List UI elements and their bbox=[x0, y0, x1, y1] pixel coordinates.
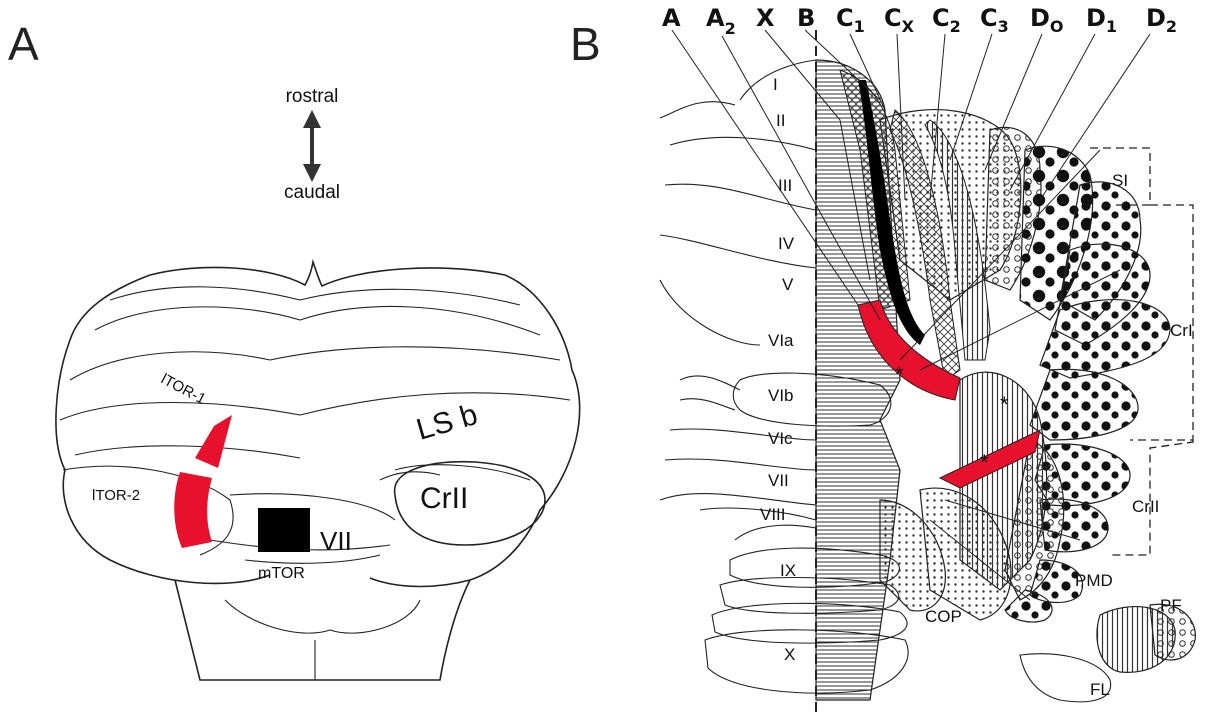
crii-label-b: CrII bbox=[1132, 497, 1159, 516]
zone-a-label: A bbox=[662, 4, 681, 32]
lobule-vic-label: VIc bbox=[768, 429, 793, 448]
pf-label: PF bbox=[1160, 596, 1182, 615]
lobule-viii-label: VIII bbox=[760, 505, 786, 524]
zone-c1-label: C1 bbox=[836, 4, 865, 36]
zone-header: A A2 X B C1 CX C2 C3 DO D1 D2 bbox=[662, 4, 1177, 38]
lobule-vib-label: VIb bbox=[768, 386, 794, 405]
lobule-via-label: VIa bbox=[768, 331, 794, 350]
asterisk-lower: * bbox=[980, 450, 989, 475]
ltor-2-label: lTOR-2 bbox=[92, 487, 140, 504]
lobule-iv-label: IV bbox=[778, 234, 795, 253]
asterisk-upper: * bbox=[895, 362, 904, 387]
mtor-label: mTOR bbox=[258, 565, 305, 582]
lobule-vii-label: VII bbox=[768, 471, 789, 490]
zone-c2-label: C2 bbox=[932, 4, 961, 36]
caudal-label: caudal bbox=[284, 182, 340, 203]
rostral-label: rostral bbox=[286, 86, 339, 107]
ltor-2-zone bbox=[174, 472, 212, 548]
panel-b-letter: B bbox=[570, 18, 601, 70]
lobule-labels: I II III IV V VIa VIb VIc VII VIII IX X bbox=[760, 75, 796, 664]
lsb-label: LS b bbox=[413, 398, 481, 447]
vii-block bbox=[258, 508, 310, 552]
fl-label: FL bbox=[1090, 680, 1110, 699]
lobule-ii-label: II bbox=[776, 111, 785, 130]
cop-label: COP bbox=[925, 607, 962, 626]
orientation-arrow-icon bbox=[303, 110, 321, 182]
zone-a2-label: A2 bbox=[706, 4, 736, 38]
zone-d2-label: D2 bbox=[1146, 4, 1177, 36]
lobule-x-label: X bbox=[784, 645, 795, 664]
zone-d1-label: D1 bbox=[1086, 4, 1117, 36]
zone-cx-label: CX bbox=[884, 4, 915, 36]
asterisk-middle: * bbox=[1000, 392, 1009, 417]
crii-label-a: CrII bbox=[420, 482, 468, 515]
lobule-v-label: V bbox=[782, 275, 794, 294]
pmd-label: PMD bbox=[1075, 571, 1113, 590]
lobule-iii-label: III bbox=[778, 176, 792, 195]
si-label: SI bbox=[1112, 171, 1128, 190]
panel-a-letter: A bbox=[8, 18, 39, 70]
zone-b-label: B bbox=[797, 4, 815, 32]
zone-x-label: X bbox=[756, 4, 775, 32]
cerebellum-dorsal-drawing bbox=[56, 262, 580, 680]
vii-label-a: VII bbox=[320, 526, 352, 556]
lobule-i-label: I bbox=[773, 75, 778, 94]
zone-c3-label: C3 bbox=[980, 4, 1009, 36]
ltor-1-zone bbox=[195, 415, 232, 468]
lobule-ix-label: IX bbox=[780, 561, 796, 580]
zone-do-label: DO bbox=[1030, 4, 1064, 36]
cri-label: CrI bbox=[1170, 321, 1193, 340]
